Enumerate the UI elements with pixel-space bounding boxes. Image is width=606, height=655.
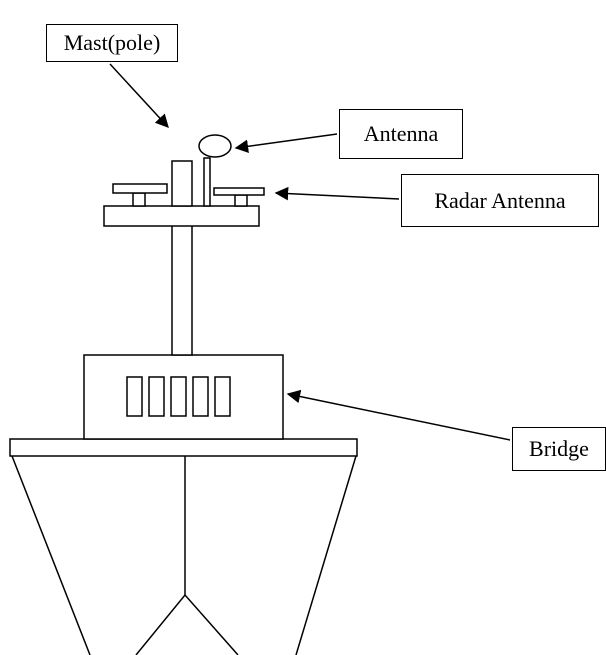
bridge-window <box>126 376 143 417</box>
hull-left-side <box>11 455 91 655</box>
main-mast <box>171 224 193 356</box>
upper-mast-pole <box>171 160 193 207</box>
bridge-window <box>192 376 209 417</box>
radar-antenna-right-post <box>234 194 248 207</box>
antenna-arrow <box>234 133 338 154</box>
radar-antenna-arrow <box>274 186 400 201</box>
bridge-label: Bridge <box>512 427 606 471</box>
hull-right-side <box>295 455 357 655</box>
mast-platform <box>103 205 260 227</box>
bridge-arrow <box>286 389 511 441</box>
radar-antenna-label: Radar Antenna <box>401 174 599 227</box>
bridge-window <box>170 376 187 417</box>
antenna-label: Antenna <box>339 109 463 159</box>
hull-deck-rail <box>9 438 358 457</box>
hull-stern-notch <box>135 593 239 655</box>
bridge-structure <box>83 354 284 440</box>
antenna-stand <box>203 157 211 207</box>
mast-label: Mast(pole) <box>46 24 178 62</box>
radar-antenna-left-post <box>132 192 146 207</box>
radar-antenna-right <box>213 187 265 196</box>
mast-arrow <box>109 63 169 128</box>
bridge-window <box>214 376 231 417</box>
antenna-dish <box>198 134 232 158</box>
radar-antenna-left <box>112 183 168 194</box>
bridge-window <box>148 376 165 417</box>
